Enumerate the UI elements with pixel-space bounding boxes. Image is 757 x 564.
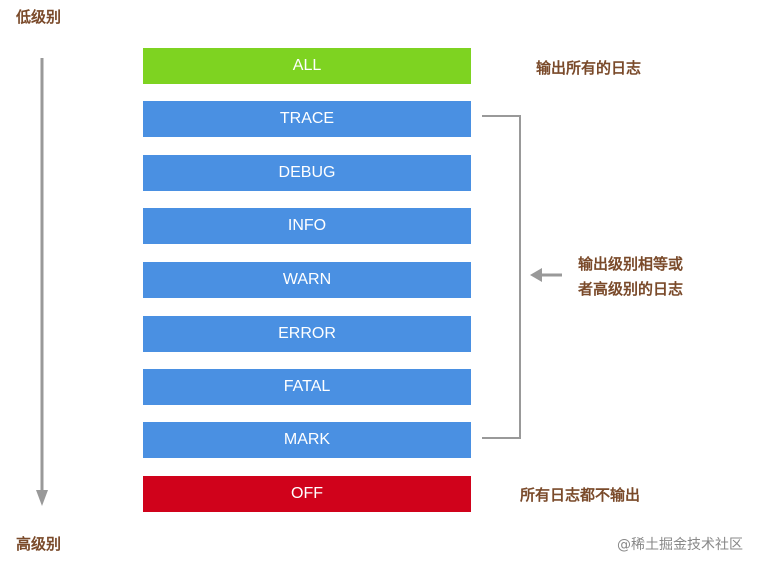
level-label: WARN xyxy=(282,271,332,288)
level-label: FATAL xyxy=(283,378,331,395)
level-label: DEBUG xyxy=(278,164,336,181)
level-warn: WARN xyxy=(143,262,471,298)
level-label: TRACE xyxy=(279,110,335,127)
level-all: ALL xyxy=(143,48,471,84)
level-off: OFF xyxy=(143,476,471,512)
level-debug: DEBUG xyxy=(143,155,471,191)
note-range-line2: 者高级别的日志 xyxy=(578,280,684,298)
high-level-label: 高级别 xyxy=(16,535,62,553)
level-error: ERROR xyxy=(143,316,471,352)
level-mark: MARK xyxy=(143,422,471,458)
note-range-line1: 输出级别相等或 xyxy=(578,255,684,273)
range-bracket xyxy=(482,115,562,439)
level-label: ERROR xyxy=(278,325,336,342)
level-direction-arrow xyxy=(36,58,48,506)
watermark: @稀土掘金技术社区 xyxy=(617,537,743,553)
level-label: ALL xyxy=(292,57,322,74)
level-trace: TRACE xyxy=(143,101,471,137)
note-off: 所有日志都不输出 xyxy=(520,486,641,504)
level-info: INFO xyxy=(143,208,471,244)
level-fatal: FATAL xyxy=(143,369,471,405)
level-label: OFF xyxy=(291,485,323,502)
note-all: 输出所有的日志 xyxy=(536,59,642,77)
level-label: MARK xyxy=(283,431,331,448)
low-level-label: 低级别 xyxy=(16,8,62,26)
level-label: INFO xyxy=(287,217,327,234)
